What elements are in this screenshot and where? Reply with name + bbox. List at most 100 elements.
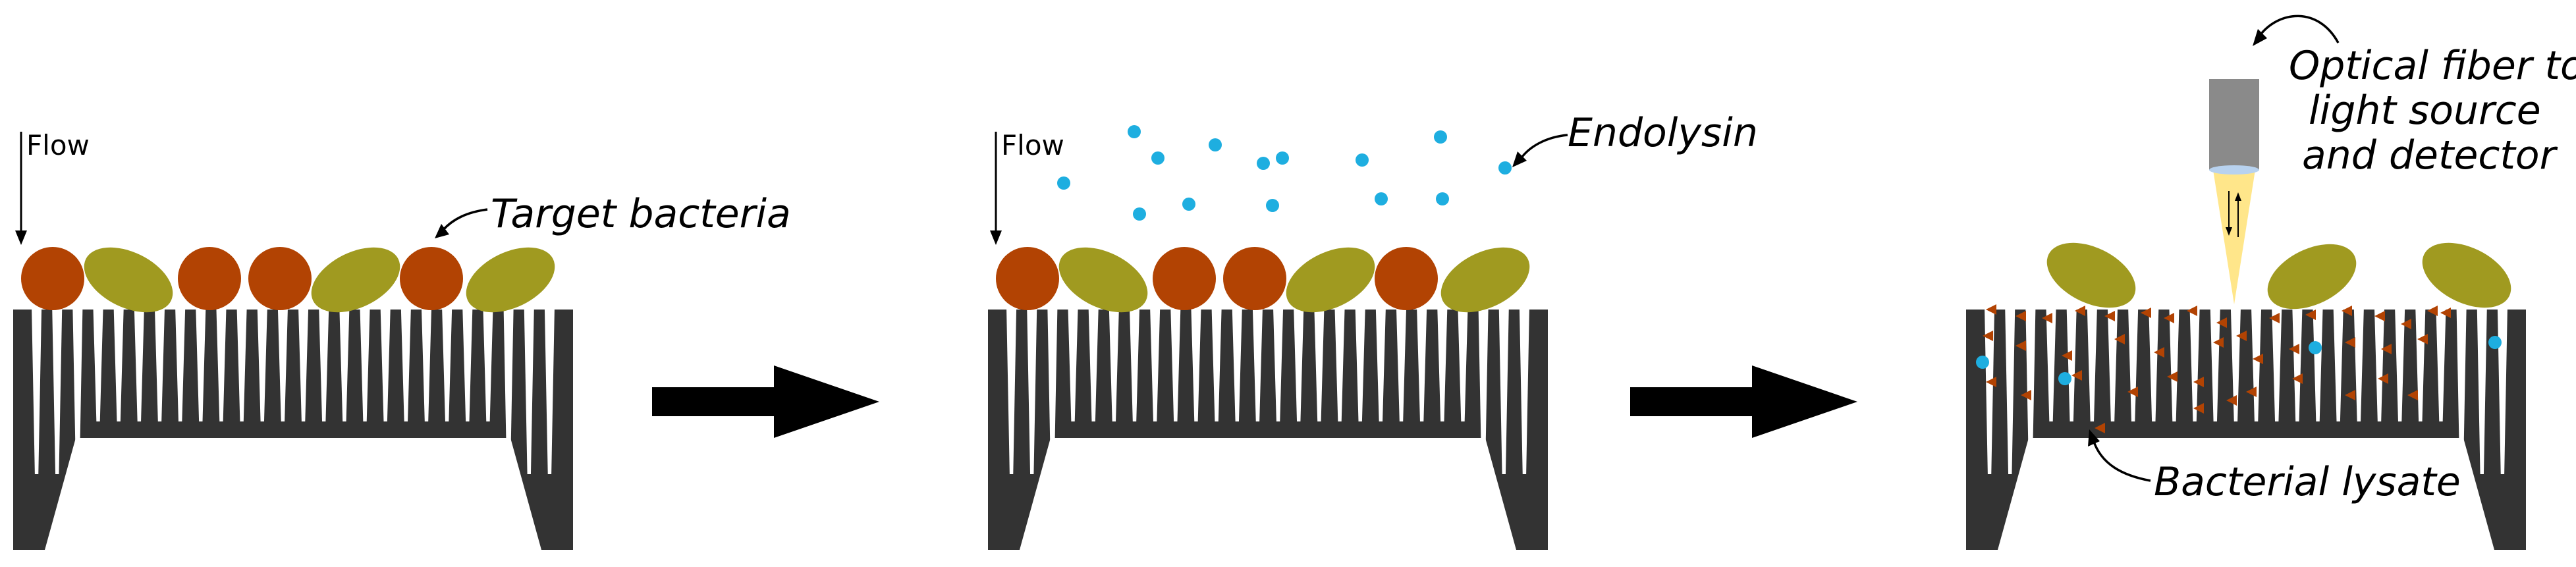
endolysin-dot (1434, 130, 1447, 144)
membrane-pore (32, 310, 42, 474)
optical-fiber-label-line3: and detector (2302, 132, 2558, 178)
round-bacterium (178, 247, 241, 310)
rod-bacterium (2422, 242, 2511, 308)
pointer-curve (441, 208, 488, 232)
membrane-pore (277, 310, 288, 421)
membrane-pore (1211, 310, 1222, 421)
endolysin-dot (1128, 125, 1141, 138)
lysate-fragment (2407, 390, 2418, 400)
target-bacteria-label: Target bacteria (491, 191, 791, 237)
membrane-pore (1088, 310, 1099, 421)
membrane-pore (2087, 310, 2097, 421)
lysate-fragment (2342, 306, 2352, 316)
membrane-pore (1130, 310, 1139, 421)
lysate-fragment (2401, 319, 2411, 329)
lysate-fragment (2071, 370, 2082, 381)
membrane-body (13, 310, 573, 550)
rod-bacterium (311, 247, 400, 313)
membrane-pore (1375, 310, 1386, 421)
membrane-pore (2374, 310, 2384, 421)
fiber-tip (2209, 165, 2259, 175)
lysate-fragment (2154, 347, 2164, 358)
lysate-fragment (2095, 423, 2105, 433)
pointer-head (1512, 151, 1527, 167)
rod-bacterium (1286, 247, 1375, 313)
membrane-pore (298, 310, 309, 421)
membrane-pore (1985, 310, 1995, 474)
membrane-pore (113, 310, 124, 421)
membrane-pore (155, 310, 165, 421)
lysate-fragment (2193, 403, 2204, 414)
membrane-pore (1355, 310, 1365, 421)
membrane-pore (2477, 310, 2487, 474)
membrane-pore (1437, 310, 1448, 421)
lysate-fragment (2236, 331, 2247, 341)
pointer-head (2253, 29, 2267, 46)
signal-arrow-down-head (2226, 227, 2232, 236)
round-bacterium (996, 247, 1059, 310)
rod-bacterium (1058, 247, 1148, 313)
membrane-pore (422, 310, 431, 421)
lysate-fragment (2440, 308, 2451, 318)
membrane-pore (2066, 310, 2077, 421)
optical-fiber-label-line2: light source (2309, 88, 2541, 134)
membrane-pore (400, 310, 411, 421)
lysate-fragment (2042, 313, 2052, 323)
step-arrow-1 (652, 365, 879, 438)
endolysin-dot (2058, 372, 2071, 385)
endolysin-dot (1498, 161, 1512, 175)
membrane-pore (2292, 310, 2303, 421)
membrane-pore (2230, 310, 2241, 421)
membrane-pore (236, 310, 247, 421)
flow-label-2: Flow (1001, 129, 1064, 161)
endolysin-dot (1375, 192, 1388, 205)
lysate-fragment (2289, 344, 2299, 354)
membrane-pore (524, 310, 534, 474)
membrane-pore (134, 310, 144, 421)
membrane-pore (1191, 310, 1201, 421)
flow-label-1: Flow (26, 129, 90, 161)
endolysin-dot (1133, 207, 1146, 221)
optical-fiber (2209, 79, 2259, 170)
rod-bacterium (2267, 244, 2357, 310)
endolysin-dot (1209, 138, 1222, 151)
endolysin-dot (1266, 199, 1279, 212)
lysate-fragment (2187, 306, 2197, 316)
endolysin-dot (1151, 151, 1165, 165)
round-bacterium (400, 247, 463, 310)
lysate-fragment (2141, 308, 2151, 318)
membrane-pore (1027, 310, 1037, 474)
membrane-pore (462, 310, 473, 421)
endolysin-dot (1182, 198, 1195, 211)
membrane-body (988, 310, 1548, 550)
lysate-fragment (2378, 373, 2388, 384)
membrane-pore (1273, 310, 1284, 421)
lysate-fragment (2104, 311, 2115, 321)
lysate-fragment (2246, 387, 2257, 397)
membrane-pore (2436, 310, 2446, 421)
round-bacterium (1375, 247, 1438, 310)
membrane-pore (2189, 310, 2200, 421)
lysate-fragment (2015, 311, 2026, 321)
membrane-pore (503, 310, 514, 474)
panel-lysis-detection (1966, 14, 2526, 550)
membrane-pore (1047, 310, 1058, 474)
membrane-pore (1068, 310, 1078, 421)
light-cone (2213, 170, 2255, 304)
lysate-fragment (2269, 313, 2280, 323)
membrane-pore (72, 310, 83, 474)
membrane-pore (175, 310, 186, 421)
membrane-pore (1458, 310, 1468, 421)
membrane-pore (1498, 310, 1509, 474)
lysate-fragment (1983, 331, 1993, 341)
endolysin-dot (1276, 151, 1289, 165)
membrane-pore (544, 310, 555, 474)
endolysin-dot (1976, 356, 1989, 369)
membrane-pore (1396, 310, 1406, 421)
rod-bacterium (84, 247, 173, 313)
lysate-fragment (2164, 313, 2174, 323)
endolysin-dot (1436, 192, 1449, 205)
membrane-pore (1109, 310, 1119, 421)
membrane-pore (1478, 310, 1489, 474)
